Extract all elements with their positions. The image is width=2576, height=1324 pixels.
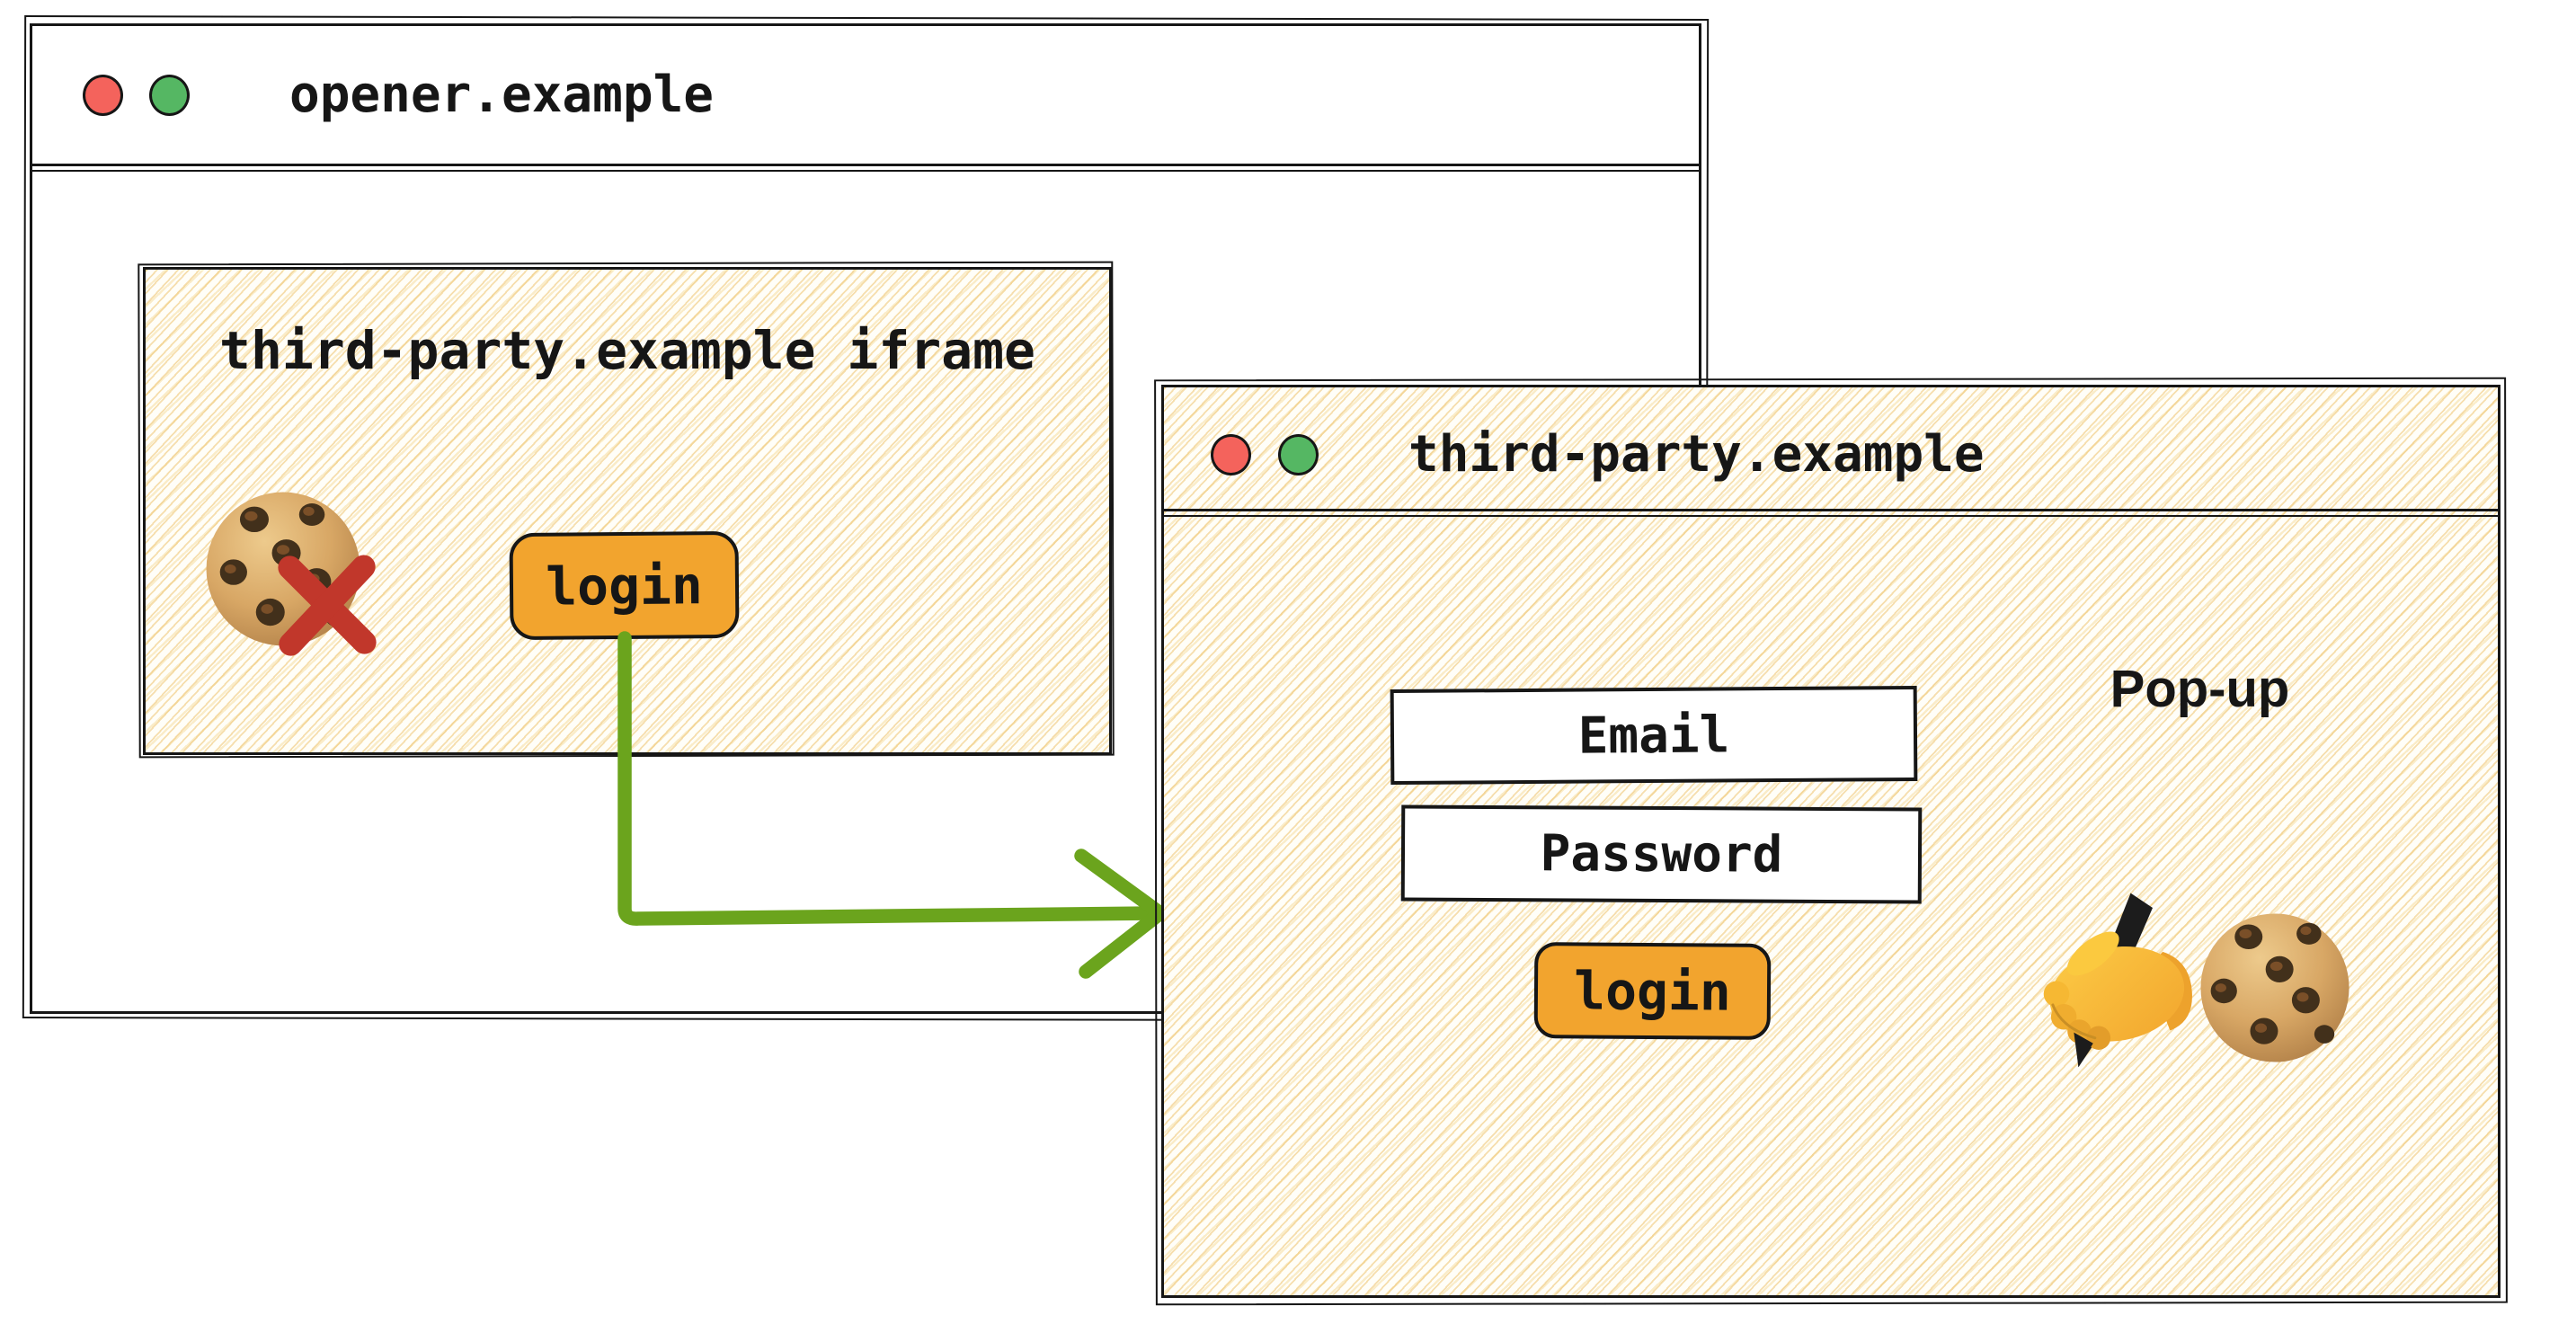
iframe-login-button[interactable]: login	[509, 530, 740, 641]
popup-window-title: third-party.example	[1408, 425, 1985, 484]
traffic-light-red-icon[interactable]	[1211, 433, 1251, 475]
blocked-cookie	[203, 489, 437, 696]
traffic-light-green-icon[interactable]	[1278, 433, 1319, 475]
opener-titlebar: opener.example	[31, 26, 1701, 172]
blocked-x-icon	[278, 555, 377, 656]
traffic-light-red-icon[interactable]	[83, 74, 123, 116]
popup-label: Pop-up	[2110, 660, 2290, 718]
cookie-icon	[2200, 913, 2349, 1062]
traffic-light-green-icon[interactable]	[149, 74, 190, 116]
popup-login-button[interactable]: login	[1533, 942, 1772, 1040]
email-input[interactable]: Email	[1390, 685, 1918, 786]
popup-titlebar: third-party.example	[1162, 387, 2500, 517]
opener-window-title: opener.example	[289, 66, 715, 124]
iframe-label: third-party.example iframe	[219, 320, 1035, 381]
password-input[interactable]: Password	[1400, 804, 1923, 904]
third-party-iframe: third-party.example iframe	[143, 267, 1112, 755]
writing-hand-icon	[2043, 893, 2192, 1068]
popup-window: third-party.example Pop-up Email Passwor…	[1161, 385, 2500, 1298]
